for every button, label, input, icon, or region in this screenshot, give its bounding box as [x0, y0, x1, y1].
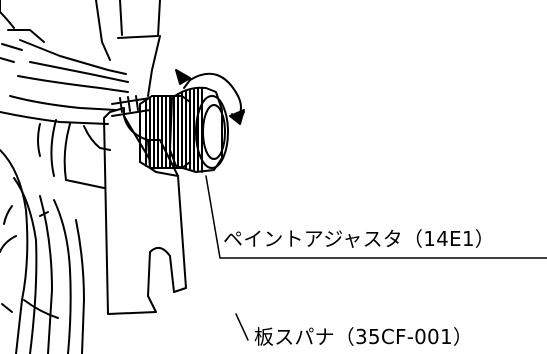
- adjuster-leader-line: [205, 175, 547, 259]
- paint-adjuster-label: ペイントアジャスタ（14E1）: [223, 227, 496, 251]
- spanner-leader-line: [235, 313, 249, 341]
- rotation-arrow: [175, 69, 245, 125]
- gun-body: [0, 0, 161, 354]
- flat-spanner-label: 板スパナ（35CF-001）: [254, 325, 474, 349]
- adjuster-neck: [111, 95, 151, 117]
- paint-adjuster-knob: [139, 86, 229, 173]
- leader-lines: [205, 175, 547, 341]
